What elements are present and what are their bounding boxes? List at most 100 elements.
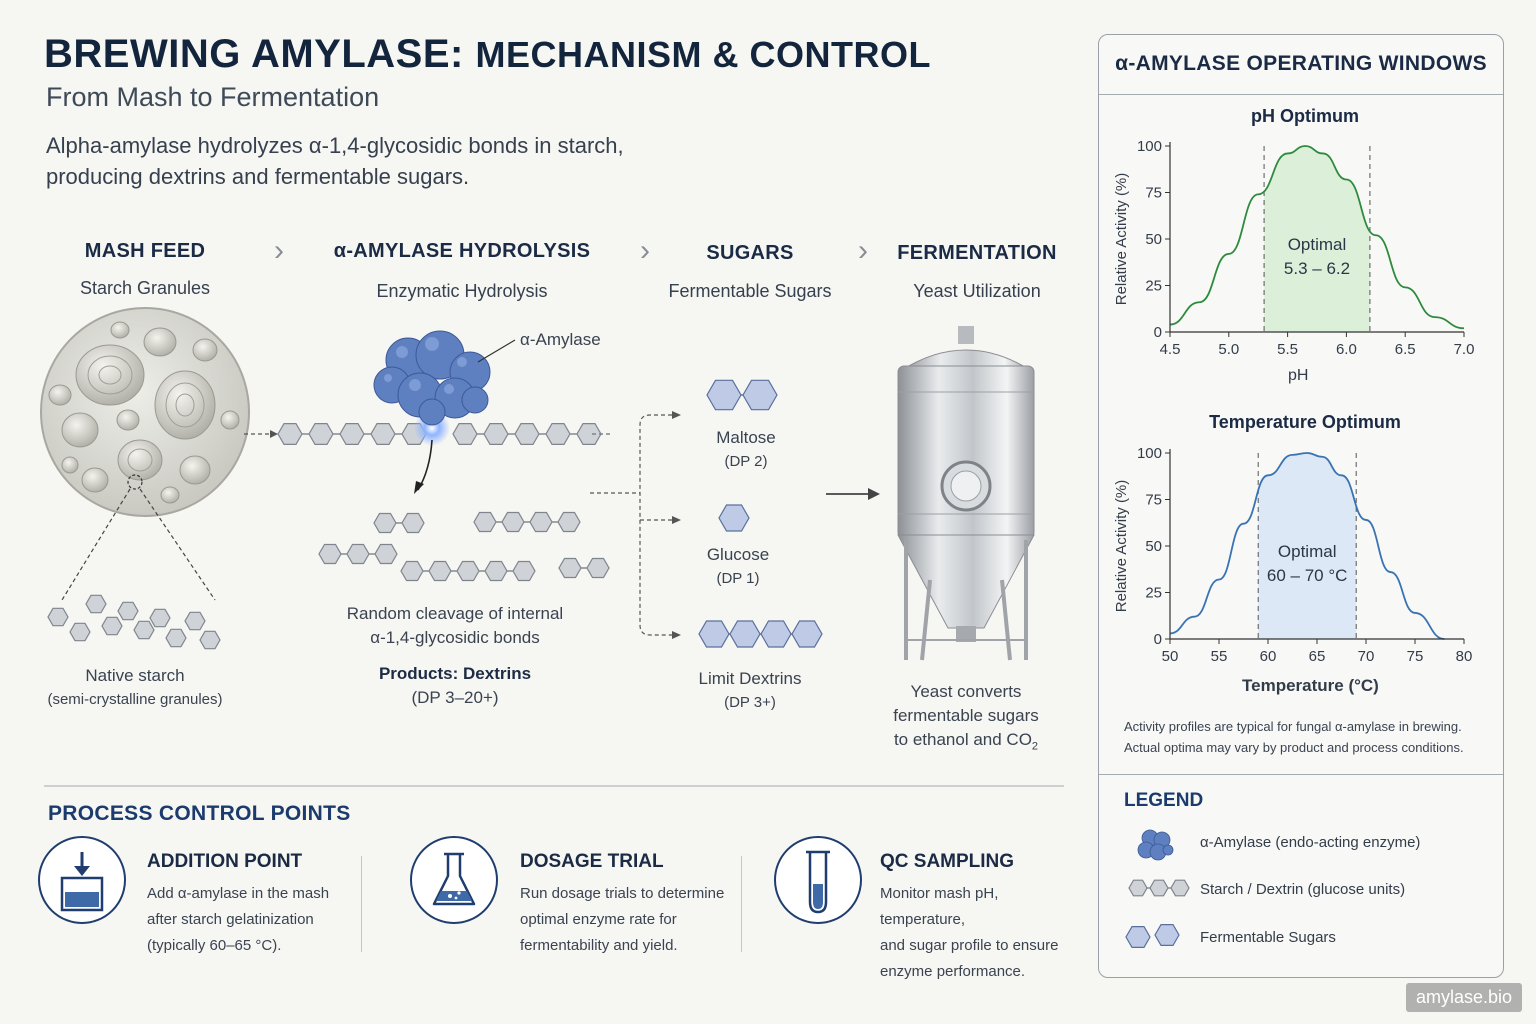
x-tick-label: 6.0 [1336, 341, 1357, 358]
native-starch-hex [149, 608, 171, 628]
starch-chain-hex [545, 423, 571, 445]
x-tick-label: 70 [1358, 648, 1375, 665]
maltose-hex [742, 379, 778, 411]
qc-sampling-title: QC SAMPLING [880, 851, 1015, 872]
yeast-line-1: Yeast converts [910, 682, 1022, 701]
qc-sampling-text: Monitor mash pH, temperature,and sugar p… [880, 881, 1080, 985]
qc-line-1: Monitor mash pH, temperature, [880, 885, 999, 928]
addition-line-1: Add α-amylase in the mash [147, 885, 330, 902]
dosage-line-2: optimal enzyme rate for [520, 911, 677, 928]
legend-title: LEGEND [1124, 790, 1204, 811]
x-tick-label: 55 [1211, 648, 1228, 665]
starch-chain-hex [339, 423, 365, 445]
y-axis-label: Relative Activity (%) [1113, 173, 1130, 306]
limit-dextrin-hex [760, 620, 792, 648]
dosage-trial-icon [410, 836, 498, 924]
y-tick-label: 0 [1154, 631, 1162, 648]
maltose-caption: Maltose(DP 2) [686, 426, 806, 474]
starch-chain-hex [576, 423, 602, 445]
intro-text: Alpha-amylase hydrolyzes α-1,4-glycosidi… [46, 130, 666, 192]
maltose-sublabel: (DP 2) [724, 453, 768, 470]
starch-chain-hex [452, 423, 478, 445]
x-tick-label: 60 [1260, 648, 1277, 665]
native-starch-hex [133, 620, 155, 640]
intro-line-1: Alpha-amylase hydrolyzes α-1,4-glycosidi… [46, 133, 624, 158]
dextrin-fragment-hex [373, 512, 397, 534]
stage-mash-feed-title: MASH FEED [84, 240, 206, 262]
native-starch-hex [199, 630, 221, 650]
y-tick-label: 50 [1145, 538, 1162, 555]
temp-chart-title: Temperature Optimum [1209, 412, 1401, 432]
optimal-value: 60 – 70 °C [1267, 566, 1348, 585]
x-tick-label: 6.5 [1395, 341, 1416, 358]
y-tick-label: 25 [1145, 585, 1162, 602]
activity-curve [1169, 452, 1445, 640]
legend-sugar-hex [1154, 923, 1180, 947]
y-tick-label: 75 [1145, 492, 1162, 509]
page-subtitle: From Mash to Fermentation [46, 82, 380, 112]
limit-dextrin-hex [698, 620, 730, 648]
y-tick-label: 75 [1145, 185, 1162, 202]
optimal-label: Optimal [1278, 542, 1337, 561]
stage-fermentation-title: FERMENTATION [897, 242, 1057, 264]
dextrin-fragment-hex [558, 557, 582, 579]
dextrin-fragment-hex [346, 543, 370, 565]
yeast-line-3: to ethanol and CO [893, 730, 1032, 749]
title-main: BREWING AMYLASE: [44, 32, 464, 76]
cleavage-line-2: α-1,4-glycosidic bonds [370, 628, 540, 647]
panel-divider-top [1099, 94, 1503, 95]
flow-chevron-1: › [274, 234, 284, 267]
starch-chain-hex [514, 423, 540, 445]
legend-enzyme-icon [1137, 829, 1174, 861]
legend-sugar-hex [1125, 925, 1151, 949]
glucose-label: Glucose [706, 545, 770, 564]
optimal-label: Optimal [1288, 235, 1347, 254]
x-tick-label: 75 [1407, 648, 1424, 665]
process-control-title: PROCESS CONTROL POINTS [48, 802, 351, 825]
flow-chevron-2: › [640, 234, 650, 267]
x-tick-label: 5.0 [1218, 341, 1239, 358]
legend-dextrin-icon [1128, 879, 1190, 897]
dextrin-fragment-hex [428, 560, 452, 582]
legend-icons [1125, 829, 1190, 949]
cleavage-line-1: Random cleavage of internal [346, 604, 564, 623]
legend-item-enzyme: α-Amylase (endo-acting enzyme) [1200, 834, 1421, 851]
co2-subscript: 2 [1031, 740, 1039, 753]
native-starch-hex [85, 594, 107, 614]
starch-chain-hex [308, 423, 334, 445]
page-title: BREWING AMYLASE: MECHANISM & CONTROL [44, 32, 931, 77]
dextrin-fragment-hex [401, 512, 425, 534]
starch-chain-hex [277, 423, 303, 445]
legend-sugar-icon [1125, 923, 1180, 949]
dextrin-fragment-hex [484, 560, 508, 582]
x-tick-label: 50 [1162, 648, 1179, 665]
y-tick-label: 0 [1154, 324, 1162, 341]
native-starch-hex [47, 607, 69, 627]
glucose-sublabel: (DP 1) [716, 570, 760, 587]
native-starch-caption: Native starch (semi-crystalline granules) [30, 664, 240, 712]
note-line-2: Actual optima may vary by product and pr… [1124, 740, 1464, 755]
branch-connectors [244, 414, 672, 636]
starch-chain-hex [370, 423, 396, 445]
y-tick-label: 25 [1145, 278, 1162, 295]
native-starch-label: Native starch [85, 666, 185, 685]
maltose-hex [706, 379, 742, 411]
stage-fermentation-subtitle: Yeast Utilization [913, 281, 1041, 301]
x-tick-label: 80 [1456, 648, 1473, 665]
x-tick-label: 65 [1309, 648, 1326, 665]
dosage-line-3: fermentability and yield. [520, 937, 678, 954]
stage-sugars-title: SUGARS [706, 242, 794, 264]
cleavage-caption: Random cleavage of internal α-1,4-glycosi… [320, 602, 590, 710]
flow-chevron-3: › [858, 234, 868, 267]
addition-point-icon [38, 836, 126, 924]
native-starch-sublabel: (semi-crystalline granules) [47, 691, 223, 708]
dextrin-fragment-hex [529, 511, 553, 533]
legend-dextrin-hex [1128, 879, 1148, 897]
legend-dextrin-hex [1170, 879, 1190, 897]
activity-note: Activity profiles are typical for fungal… [1124, 716, 1484, 758]
stage-hydrolysis-title: α-AMYLASE HYDROLYSIS [333, 240, 591, 262]
stage-sugars-subtitle: Fermentable Sugars [668, 281, 832, 301]
dextrin-fragment-hex [400, 560, 424, 582]
glucose-caption: Glucose (DP 1) [678, 543, 798, 591]
